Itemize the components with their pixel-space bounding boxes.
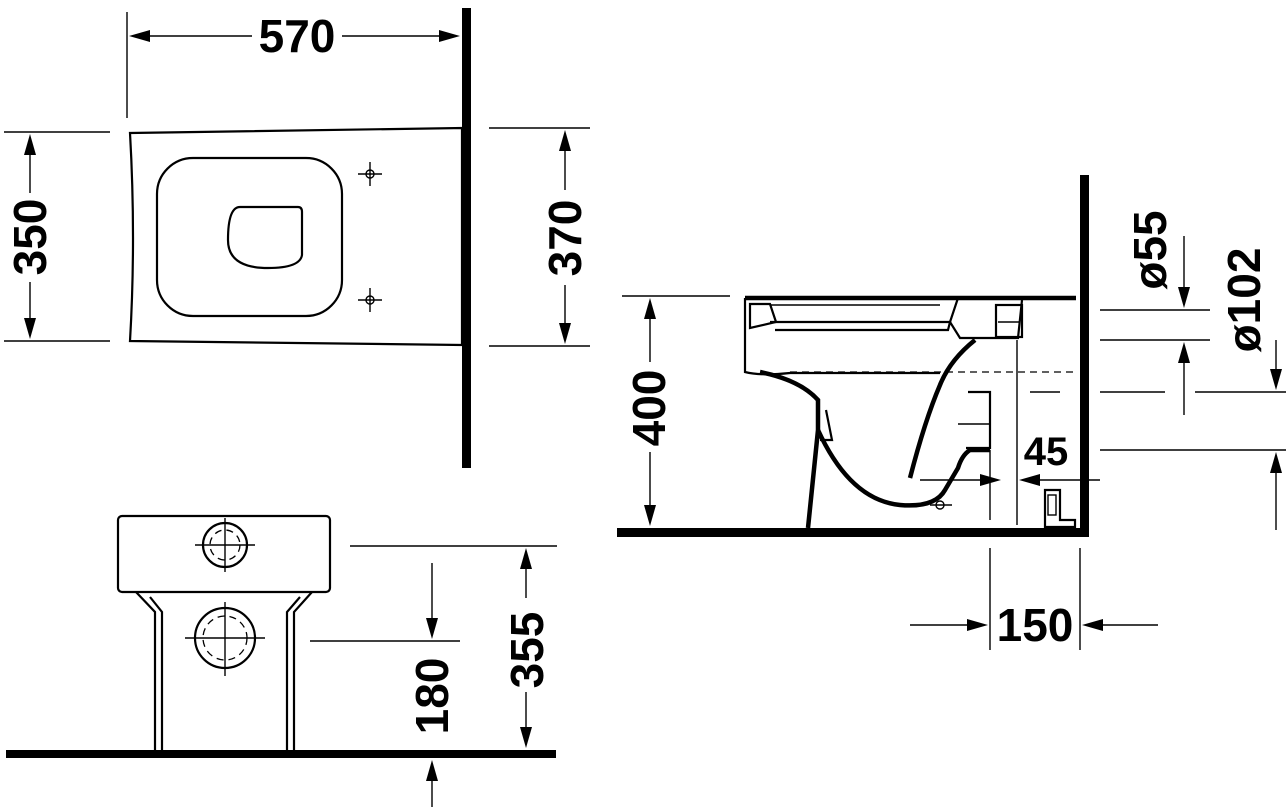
side-view-bowl-inner (907, 338, 977, 479)
dim-o55: ø55 (1124, 210, 1176, 289)
side-view-wall (1080, 175, 1089, 537)
top-view-fixing-lower (358, 288, 382, 312)
front-view-bowl-top (116, 514, 332, 594)
dim-180: 180 (406, 658, 458, 735)
front-view-floor (6, 750, 556, 758)
front-view-pedestal (135, 591, 164, 750)
side-view-floor (617, 528, 1087, 537)
front-view-outlet (185, 602, 265, 676)
dim-150: 150 (997, 599, 1074, 651)
top-view-fixing-upper (358, 162, 382, 186)
dim-570: 570 (259, 10, 336, 62)
side-view-trap (815, 429, 990, 508)
dim-45: 45 (1024, 430, 1069, 474)
top-view-seat (155, 156, 344, 318)
top-view: 570 350 370 (4, 8, 591, 468)
front-view-inlet (195, 518, 255, 572)
dim-o102: ø102 (1218, 248, 1270, 353)
side-view-body (759, 369, 821, 529)
top-view-bowl-opening (226, 205, 304, 270)
dim-355: 355 (501, 612, 553, 689)
dim-370: 370 (539, 200, 591, 277)
dim-400: 400 (623, 370, 675, 447)
top-view-wall (462, 8, 471, 468)
side-view-seat (743, 298, 940, 376)
dim-350: 350 (4, 199, 56, 276)
side-view-floor-fitting (1043, 488, 1077, 529)
top-view-toilet-outline (128, 126, 464, 347)
side-view: 400 ø55 ø102 45 150 (617, 175, 1286, 651)
front-view: 355 180 (6, 514, 557, 807)
